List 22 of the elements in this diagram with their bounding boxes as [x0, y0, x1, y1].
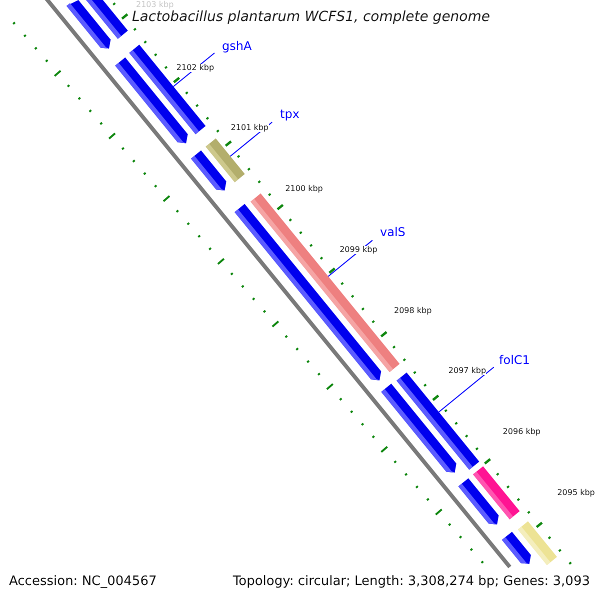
title: Lactobacillus plantarum WCFS1, complete genome	[132, 10, 490, 24]
gene-label: valS	[380, 226, 406, 238]
gene-label: gshA	[222, 40, 252, 52]
gene-block	[190, 150, 226, 190]
gene-block	[381, 384, 456, 473]
gene-block	[234, 204, 382, 380]
gene-label: tpx	[280, 108, 300, 120]
gene-block	[458, 478, 499, 524]
gene-block	[502, 532, 531, 564]
scale-label: 2100 kbp	[285, 185, 323, 194]
genome-info-text: Topology: circular; Length: 3,308,274 bp; Genes: 3,093	[232, 575, 590, 588]
scale-label: 2095 kbp	[557, 488, 595, 497]
leader-line	[438, 366, 494, 412]
accession-text: Accession: NC_004567	[9, 575, 157, 588]
scale-label: 2097 kbp	[448, 367, 486, 376]
gene-block	[66, 0, 111, 49]
scale-label: 2099 kbp	[340, 246, 378, 254]
scale-label: 2102 kbp	[176, 64, 214, 72]
scale-label: 2098 kbp	[394, 306, 432, 314]
scale-label: 2101 kbp	[230, 124, 268, 132]
scale-label: 2096 kbp	[502, 428, 540, 436]
gene-label: folC1	[499, 354, 530, 366]
